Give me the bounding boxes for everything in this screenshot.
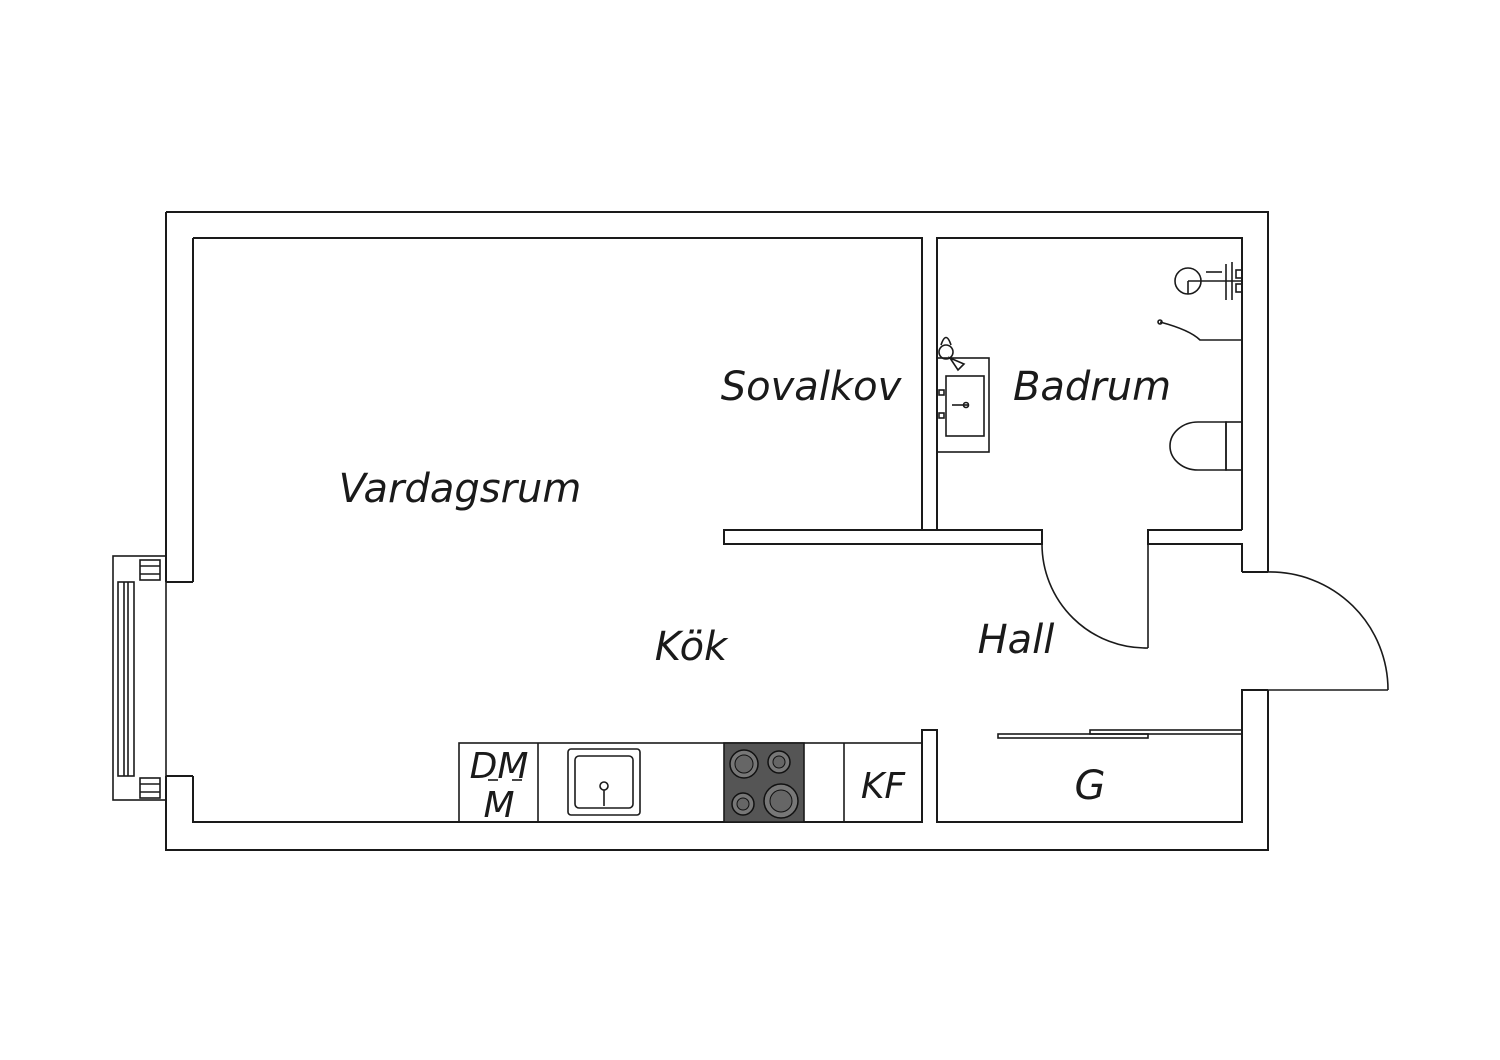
room-label-sovalkov: Sovalkov <box>721 364 903 410</box>
stove-icon <box>723 742 805 823</box>
appliance-label-dishwasher-top: DM <box>470 746 529 787</box>
wardrobe-sliding-doors <box>997 729 1243 739</box>
bathroom-door <box>1041 543 1149 649</box>
appliance-label-fridge-freezer: KF <box>861 766 907 807</box>
room-label-badrum: Badrum <box>1013 364 1171 410</box>
room-label-hall: Hall <box>978 617 1055 663</box>
towel-heater-icon <box>938 336 966 372</box>
room-label-vardagsrum: Vardagsrum <box>339 466 582 512</box>
entrance-door <box>1267 571 1389 691</box>
window <box>112 555 167 801</box>
bathroom-sink <box>936 357 990 453</box>
room-label-kok: Kök <box>655 624 729 670</box>
room-label-garderob: G <box>1075 763 1106 809</box>
kitchen-counter <box>458 742 923 823</box>
appliance-label-dishwasher-bottom: M <box>483 785 514 826</box>
outer-walls <box>165 211 1269 851</box>
kitchen-sink <box>567 748 641 816</box>
toilet-icon <box>1169 421 1243 471</box>
interior-walls <box>723 529 1043 545</box>
shower-icon <box>1157 262 1243 341</box>
